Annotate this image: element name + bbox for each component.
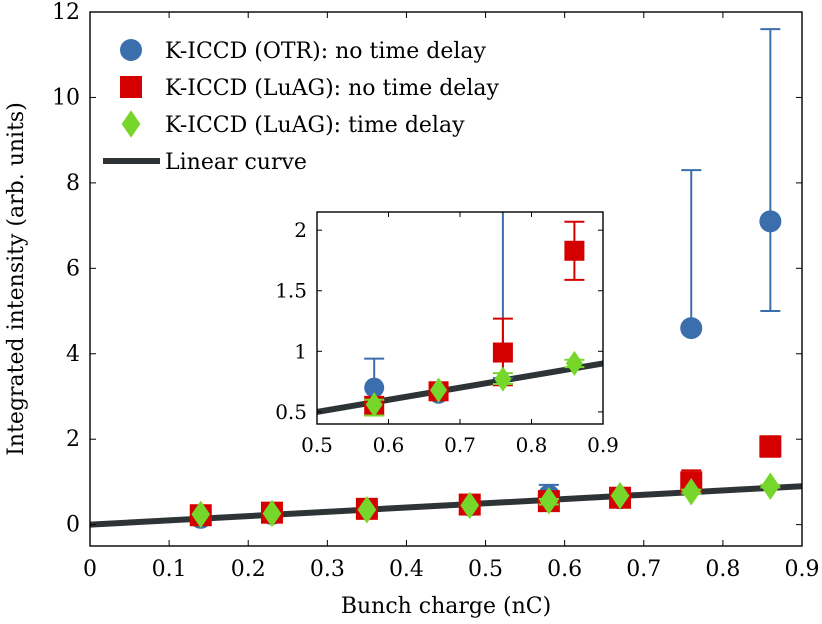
main-plot-area: [90, 28, 802, 529]
x-tick-label: 0.4: [389, 557, 424, 582]
x-tick-label: 0.7: [626, 557, 661, 582]
marker-circle-6: [680, 317, 703, 340]
inset-background: [317, 212, 603, 424]
x-axis-label: Bunch charge (nC): [341, 594, 551, 619]
marker-diamond-3: [565, 350, 583, 376]
y-axis-label: Integrated intensity (arb. units): [4, 102, 29, 456]
x-tick-label: 0.6: [373, 433, 405, 457]
x-tick-label: 0.8: [705, 557, 740, 582]
x-tick-label: 0.5: [301, 433, 333, 457]
x-tick-label: 0.9: [785, 557, 820, 582]
inset-plot: 0.5 0.6 0.7 0.8 0.9 0.5 1 1.5 2: [275, 211, 619, 457]
marker-diamond-6: [681, 477, 701, 506]
marker-diamond-2: [494, 366, 512, 392]
inset-plot-area: [317, 212, 603, 418]
series-diamond: [364, 350, 585, 418]
marker-square-7: [759, 435, 782, 458]
marker-square-2: [492, 342, 513, 363]
marker-circle-0: [364, 377, 385, 398]
marker-diamond-0: [191, 500, 211, 529]
x-tick-label: 0.2: [231, 557, 266, 582]
series-diamond: [191, 472, 781, 529]
y-tick-label: 4: [66, 342, 80, 367]
x-tick-label: 0.5: [468, 557, 503, 582]
marker-diamond-7: [761, 472, 780, 500]
y-tick-label: 10: [52, 85, 80, 110]
marker-square-legend: [120, 76, 142, 98]
marker-diamond-1: [430, 377, 448, 403]
legend-label: Linear curve: [165, 150, 307, 175]
marker-diamond-2: [357, 495, 377, 524]
marker-diamond-4: [539, 486, 559, 515]
y-tick-label: 6: [66, 256, 80, 281]
legend-item-line: Linear curve: [103, 150, 307, 175]
marker-diamond-1: [262, 499, 282, 528]
marker-diamond-legend: [121, 110, 141, 138]
y-tick-label: 2: [66, 427, 80, 452]
main-frame: [89, 11, 803, 547]
x-tick-label: 0.6: [547, 557, 582, 582]
x-tick-label: 0.8: [516, 433, 548, 457]
legend-item-diamond: K-ICCD (LuAG): time delay: [121, 110, 465, 138]
x-tick-label: 0: [83, 557, 97, 582]
marker-circle-7: [759, 210, 782, 233]
marker-circle-legend: [120, 39, 142, 61]
y-tick-label: 1: [294, 339, 307, 363]
y-tick-label: 1.5: [275, 279, 307, 303]
y-tick-label: 12: [52, 0, 80, 25]
y-tick-label: 2: [294, 218, 307, 242]
legend-label: K-ICCD (OTR): no time delay: [165, 39, 487, 64]
x-tick-label: 0.1: [152, 557, 187, 582]
y-tick-label: 8: [66, 171, 80, 196]
y-tick-label: 0.5: [275, 400, 307, 424]
legend-item-circle: K-ICCD (OTR): no time delay: [120, 39, 487, 64]
marker-square-3: [564, 240, 585, 261]
legend-label: K-ICCD (LuAG): no time delay: [165, 76, 499, 101]
legend-label: K-ICCD (LuAG): time delay: [165, 113, 465, 138]
legend-item-square: K-ICCD (LuAG): no time delay: [120, 76, 499, 101]
x-tick-label: 0.3: [310, 557, 345, 582]
marker-diamond-0: [365, 392, 383, 418]
marker-diamond-5: [610, 481, 630, 510]
x-tick-label: 0.7: [444, 433, 476, 457]
y-tick-label: 0: [66, 513, 80, 538]
marker-diamond-3: [460, 491, 480, 520]
x-tick-label: 0.9: [587, 433, 619, 457]
